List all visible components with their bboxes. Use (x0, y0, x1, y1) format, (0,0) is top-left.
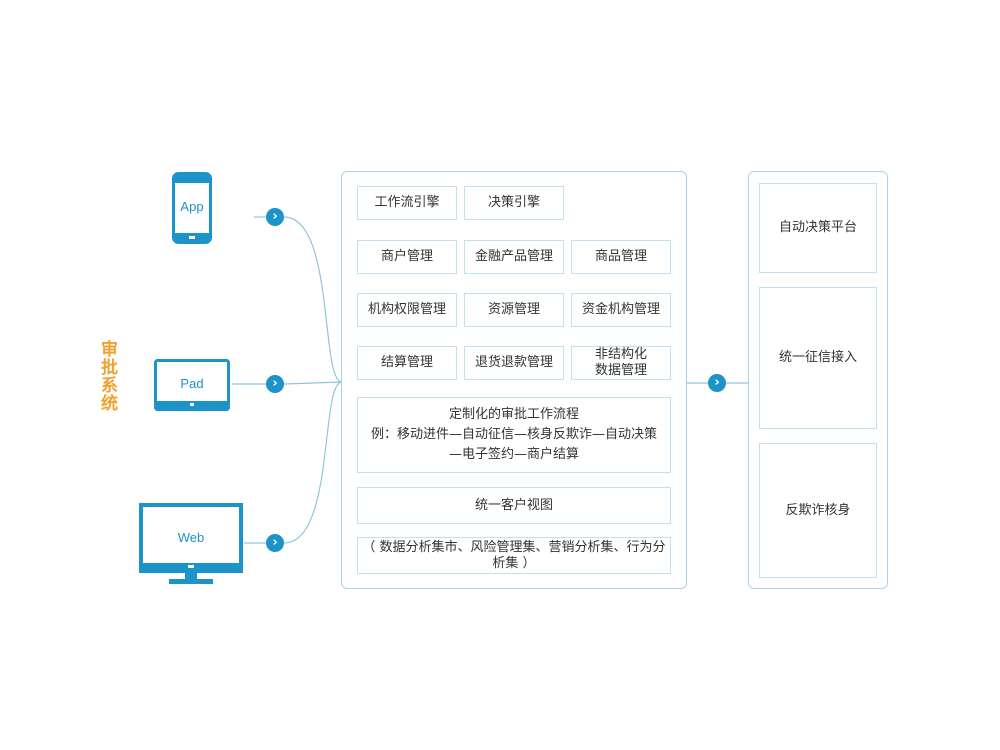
workflow-customization-box: 定制化的审批工作流程 例：移动进件—自动征信—核身反欺诈—自动决策 —电子签约—… (357, 397, 671, 473)
workflow-line1: 例：移动进件—自动征信—核身反欺诈—自动决策 (370, 427, 657, 442)
middle-panel (341, 171, 687, 589)
finance-product-box: 金融产品管理 (464, 240, 564, 274)
chevron-right-icon: › (708, 374, 726, 392)
unstructured-data-box: 非结构化 数据管理 (571, 346, 671, 380)
unstructured-line2: 数据管理 (594, 363, 647, 378)
merchant-mgmt-box: 商户管理 (357, 240, 457, 274)
chevron-right-icon: › (266, 375, 284, 393)
chevron-right-icon: › (266, 534, 284, 552)
tablet-icon (154, 359, 230, 411)
chevron-right-icon: › (266, 208, 284, 226)
workflow-engine-box: 工作流引擎 (357, 186, 457, 220)
pad-label: Pad (180, 376, 204, 391)
app-label: App (180, 199, 204, 214)
resource-mgmt-box: 资源管理 (464, 293, 564, 327)
workflow-title: 定制化的审批工作流程 (448, 407, 579, 422)
unstructured-line1: 非结构化 (594, 347, 647, 362)
web-label: Web (177, 530, 205, 545)
anti-fraud-box: 反欺诈核身 (759, 443, 877, 578)
decision-engine-box: 决策引擎 (464, 186, 564, 220)
analytics-box: （ 数据分析集市、风险管理集、营销分析集、行为分析集 ） (357, 537, 671, 574)
customer-view-box: 统一客户视图 (357, 487, 671, 524)
auto-decision-platform-box: 自动决策平台 (759, 183, 877, 273)
goods-mgmt-box: 商品管理 (571, 240, 671, 274)
credit-access-box: 统一征信接入 (759, 287, 877, 429)
monitor-icon (139, 503, 243, 584)
refund-box: 退货退款管理 (464, 346, 564, 380)
org-permission-box: 机构权限管理 (357, 293, 457, 327)
settlement-box: 结算管理 (357, 346, 457, 380)
fund-org-box: 资金机构管理 (571, 293, 671, 327)
system-title: 审批系统 (97, 340, 117, 412)
phone-icon (172, 172, 212, 244)
workflow-line2: —电子签约—商户结算 (448, 447, 579, 462)
